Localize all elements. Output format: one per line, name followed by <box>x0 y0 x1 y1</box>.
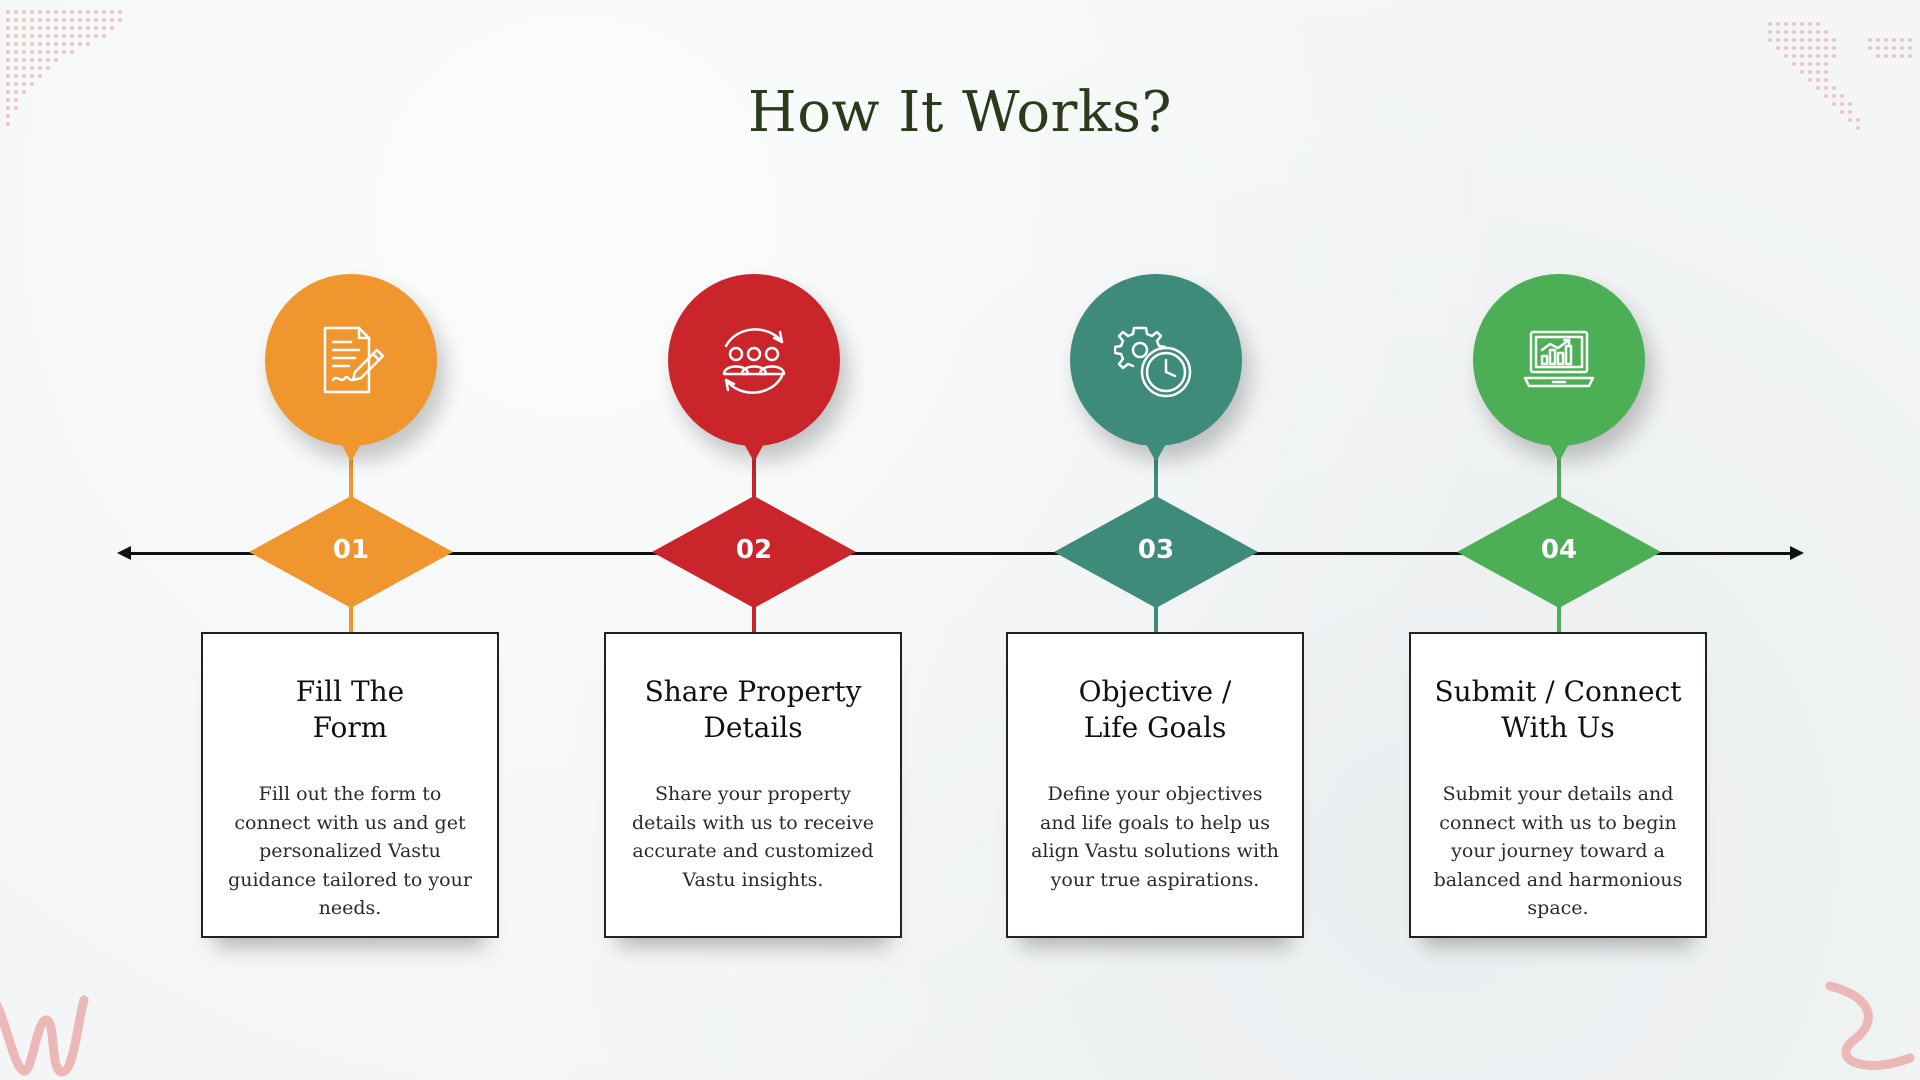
step-number: 02 <box>735 535 773 565</box>
pin-pointer <box>1144 440 1168 462</box>
dotted-map-decoration-top-right <box>1768 22 1912 130</box>
step-connector <box>1154 604 1158 632</box>
step-number: 04 <box>1540 535 1578 565</box>
step-connector <box>1154 458 1158 498</box>
step-description: Share your property details with us to r… <box>632 783 874 891</box>
people-cycle-icon <box>722 328 786 394</box>
step-title: Fill The Form <box>295 675 405 744</box>
step-number-diamond: 03 <box>1054 496 1258 608</box>
step-card: Submit / Connect With Us Submit your det… <box>1409 632 1707 938</box>
pin-pointer <box>742 440 766 462</box>
step-number-diamond: 01 <box>249 496 453 608</box>
gear-clock-icon <box>1114 326 1192 398</box>
step-icon-pin <box>1070 274 1242 446</box>
dotted-map-decoration-top-left <box>6 10 122 126</box>
step-number: 03 <box>1137 535 1175 565</box>
step-connector <box>349 458 353 498</box>
step-connector <box>349 604 353 632</box>
step-description: Submit your details and connect with us … <box>1433 783 1683 919</box>
step-connector <box>752 458 756 498</box>
step-icon-pin <box>668 274 840 446</box>
step-card: Fill The Form Fill out the form to conne… <box>201 632 499 938</box>
step-icon-pin <box>265 274 437 446</box>
timeline-left-arrow <box>117 546 131 560</box>
step-number-diamond: 02 <box>652 496 856 608</box>
step-icon-pin <box>1473 274 1645 446</box>
step-number-diamond: 04 <box>1457 496 1661 608</box>
step-connector <box>1557 604 1561 632</box>
step-title: Objective / Life Goals <box>1078 675 1232 744</box>
step-card: Objective / Life Goals Define your objec… <box>1006 632 1304 938</box>
step-connector <box>752 604 756 632</box>
step-number: 01 <box>332 535 370 565</box>
step-card: Share Property Details Share your proper… <box>604 632 902 938</box>
laptop-chart-icon <box>1523 330 1595 388</box>
step-description: Define your objectives and life goals to… <box>1031 783 1279 891</box>
squiggle-decoration-bottom-right <box>1825 981 1915 1070</box>
step-connector <box>1557 458 1561 498</box>
step-title: Share Property Details <box>644 675 862 744</box>
form-document-pen-icon <box>323 326 385 394</box>
pin-pointer <box>339 440 363 462</box>
step-title: Submit / Connect With Us <box>1434 675 1682 744</box>
page-title: How It Works? <box>747 80 1173 145</box>
timeline-right-arrow <box>1790 546 1804 560</box>
timeline-line <box>126 552 1794 555</box>
squiggle-decoration-bottom-left <box>0 995 89 1077</box>
step-description: Fill out the form to connect with us and… <box>228 783 472 919</box>
pin-pointer <box>1547 440 1571 462</box>
